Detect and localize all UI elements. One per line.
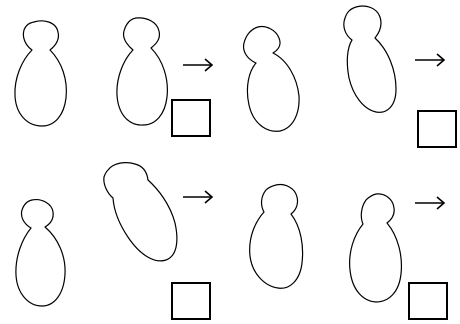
right-arrow-icon (183, 190, 214, 204)
figure-row1-pos3 (242, 25, 300, 132)
empty-square-icon (408, 282, 448, 320)
right-arrow-icon (183, 58, 214, 72)
right-arrow-icon (415, 196, 446, 210)
empty-square-icon (171, 99, 211, 137)
figure-row2-pos3 (249, 183, 304, 289)
empty-square-icon (171, 282, 211, 320)
figure-row2-pos1 (15, 199, 66, 307)
figure-row2-pos4 (349, 193, 403, 303)
empty-square-icon (417, 110, 457, 148)
figure-row2-pos2 (103, 162, 178, 262)
figure-row1-pos1 (14, 20, 67, 127)
figure-row1-pos4 (343, 5, 397, 113)
figure-row1-pos2 (116, 17, 168, 126)
right-arrow-icon (415, 53, 446, 67)
